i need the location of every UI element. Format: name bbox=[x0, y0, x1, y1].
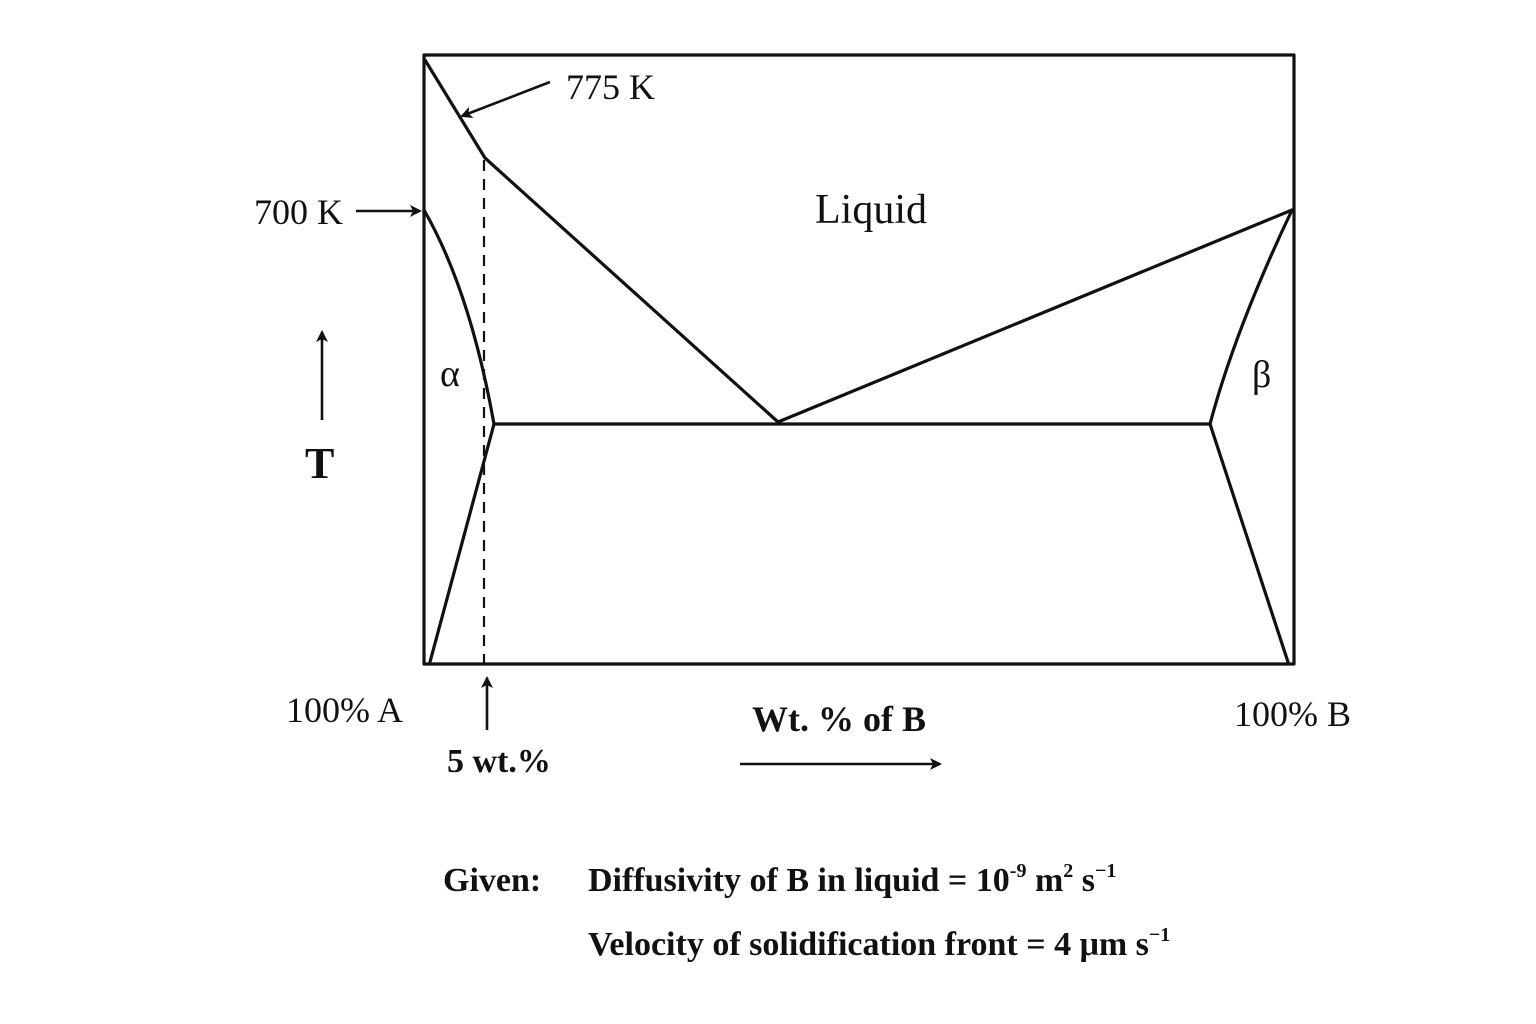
given-diffusivity: Diffusivity of B in liquid = 10-9 m2 s−1 bbox=[588, 860, 1116, 899]
liquidus-right bbox=[776, 208, 1294, 424]
given-velocity: Velocity of solidification front = 4 μm … bbox=[588, 924, 1170, 963]
alpha-solidus bbox=[422, 208, 496, 426]
arrow-775k bbox=[460, 80, 551, 118]
diagram-frame bbox=[422, 53, 1296, 666]
velocity-exp: −1 bbox=[1149, 924, 1170, 946]
label-100-a: 100% A bbox=[286, 690, 403, 730]
diffusivity-unit1: m bbox=[1026, 862, 1063, 899]
given-heading: Given: bbox=[443, 862, 541, 899]
alpha-solvus bbox=[428, 422, 496, 664]
velocity-text: Velocity of solidification front = 4 μm … bbox=[588, 926, 1149, 963]
diffusivity-text: Diffusivity of B in liquid = 10 bbox=[588, 862, 1010, 899]
beta-solvus bbox=[1208, 422, 1290, 664]
diffusivity-exp2: 2 bbox=[1063, 860, 1073, 882]
label-700k: 700 K bbox=[254, 192, 343, 232]
diffusivity-unit2: s bbox=[1073, 862, 1095, 899]
label-100-b: 100% B bbox=[1234, 694, 1351, 734]
label-alpha: α bbox=[440, 353, 460, 395]
diffusivity-exp1: -9 bbox=[1010, 860, 1027, 882]
label-x-axis: Wt. % of B bbox=[752, 699, 926, 739]
label-t-axis: T bbox=[305, 439, 334, 488]
label-beta: β bbox=[1252, 354, 1271, 396]
label-775k: 775 K bbox=[566, 67, 655, 107]
beta-solidus bbox=[1208, 208, 1294, 426]
diffusivity-exp3: −1 bbox=[1095, 860, 1116, 882]
label-liquid: Liquid bbox=[815, 187, 927, 233]
liquidus-left bbox=[423, 58, 780, 424]
label-5wt: 5 wt.% bbox=[447, 743, 551, 780]
